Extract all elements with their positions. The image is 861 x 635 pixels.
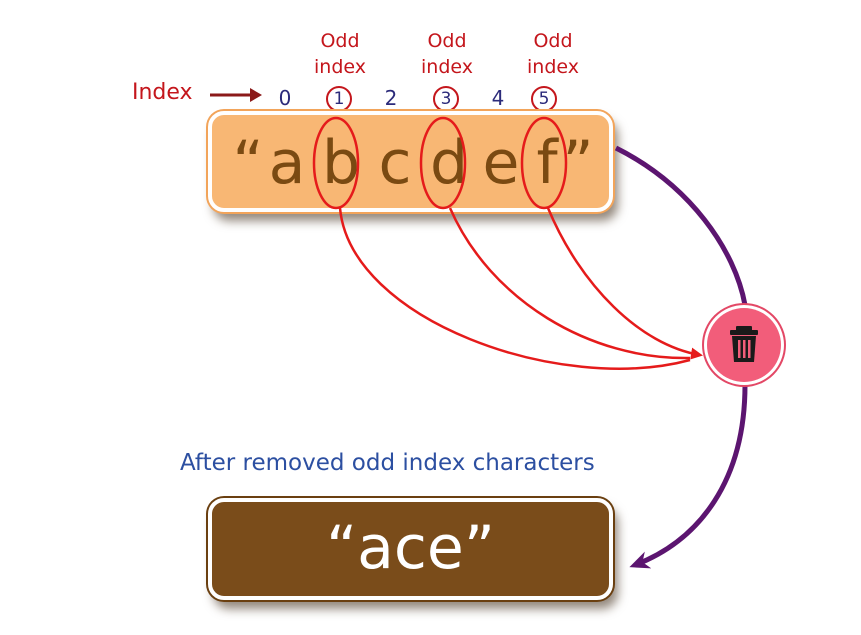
odd-label-1: Odd index — [314, 30, 366, 78]
source-char-c: c — [378, 128, 412, 198]
index-title: Index — [132, 80, 193, 105]
remove-curve-d — [448, 207, 691, 360]
odd-label-3: Odd index — [421, 30, 473, 78]
trash-icon — [730, 326, 758, 362]
result-string-box: “ace” — [208, 498, 613, 600]
result-caption: After removed odd index characters — [180, 450, 595, 476]
source-open-quote: “ — [232, 128, 264, 198]
index-4: 4 — [491, 86, 505, 110]
index-0: 0 — [278, 86, 292, 110]
result-string: “ace” — [326, 513, 495, 583]
source-string-box: “ a b c d e f ” — [208, 111, 613, 212]
highlight-d — [419, 116, 467, 210]
highlight-b — [312, 116, 360, 210]
flow-arc-top — [614, 145, 748, 306]
source-char-f: f — [536, 128, 558, 198]
arrow-right-icon — [210, 88, 262, 102]
flow-arc-bottom — [629, 384, 748, 569]
remove-curve-f — [546, 207, 703, 360]
source-close-quote: ” — [562, 128, 594, 198]
odd-label-5: Odd index — [527, 30, 579, 78]
index-2: 2 — [384, 86, 398, 110]
trash-button — [707, 308, 781, 382]
source-char-e: e — [482, 128, 520, 198]
remove-curve-b — [338, 207, 691, 370]
source-char-a: a — [268, 128, 306, 198]
highlight-f — [520, 116, 568, 210]
